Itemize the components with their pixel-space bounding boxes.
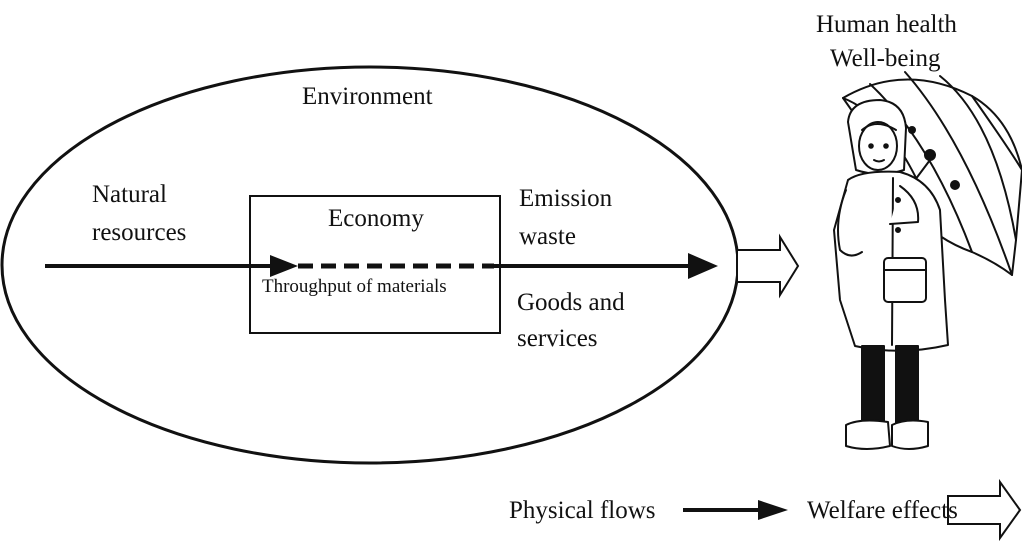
legend-physical-flows-label: Physical flows — [509, 497, 656, 524]
legend-welfare-arrow-icon — [947, 478, 1022, 542]
welfare-effect-arrow-icon — [736, 233, 800, 299]
human-health-label-line1: Human health — [816, 11, 957, 38]
throughput-label: Throughput of materials — [262, 276, 447, 297]
natural-resources-label-line2: resources — [92, 219, 187, 246]
emission-waste-label-line2: waste — [519, 223, 576, 250]
economy-label: Economy — [328, 205, 424, 232]
natural-resources-label-line1: Natural — [92, 181, 167, 208]
flow-in-arrow — [45, 255, 298, 277]
goods-services-label-line2: services — [517, 325, 598, 352]
girl-with-umbrella-icon — [833, 71, 1022, 450]
emission-waste-label-line1: Emission — [519, 185, 613, 212]
human-health-label-line2: Well-being — [830, 45, 941, 72]
goods-services-label-line1: Goods and — [517, 289, 625, 316]
physical-flow-arrow-icon — [683, 500, 788, 520]
flow-out-arrow — [494, 253, 718, 279]
environment-label: Environment — [302, 83, 433, 110]
legend-welfare-effects-label: Welfare effects — [807, 497, 958, 524]
